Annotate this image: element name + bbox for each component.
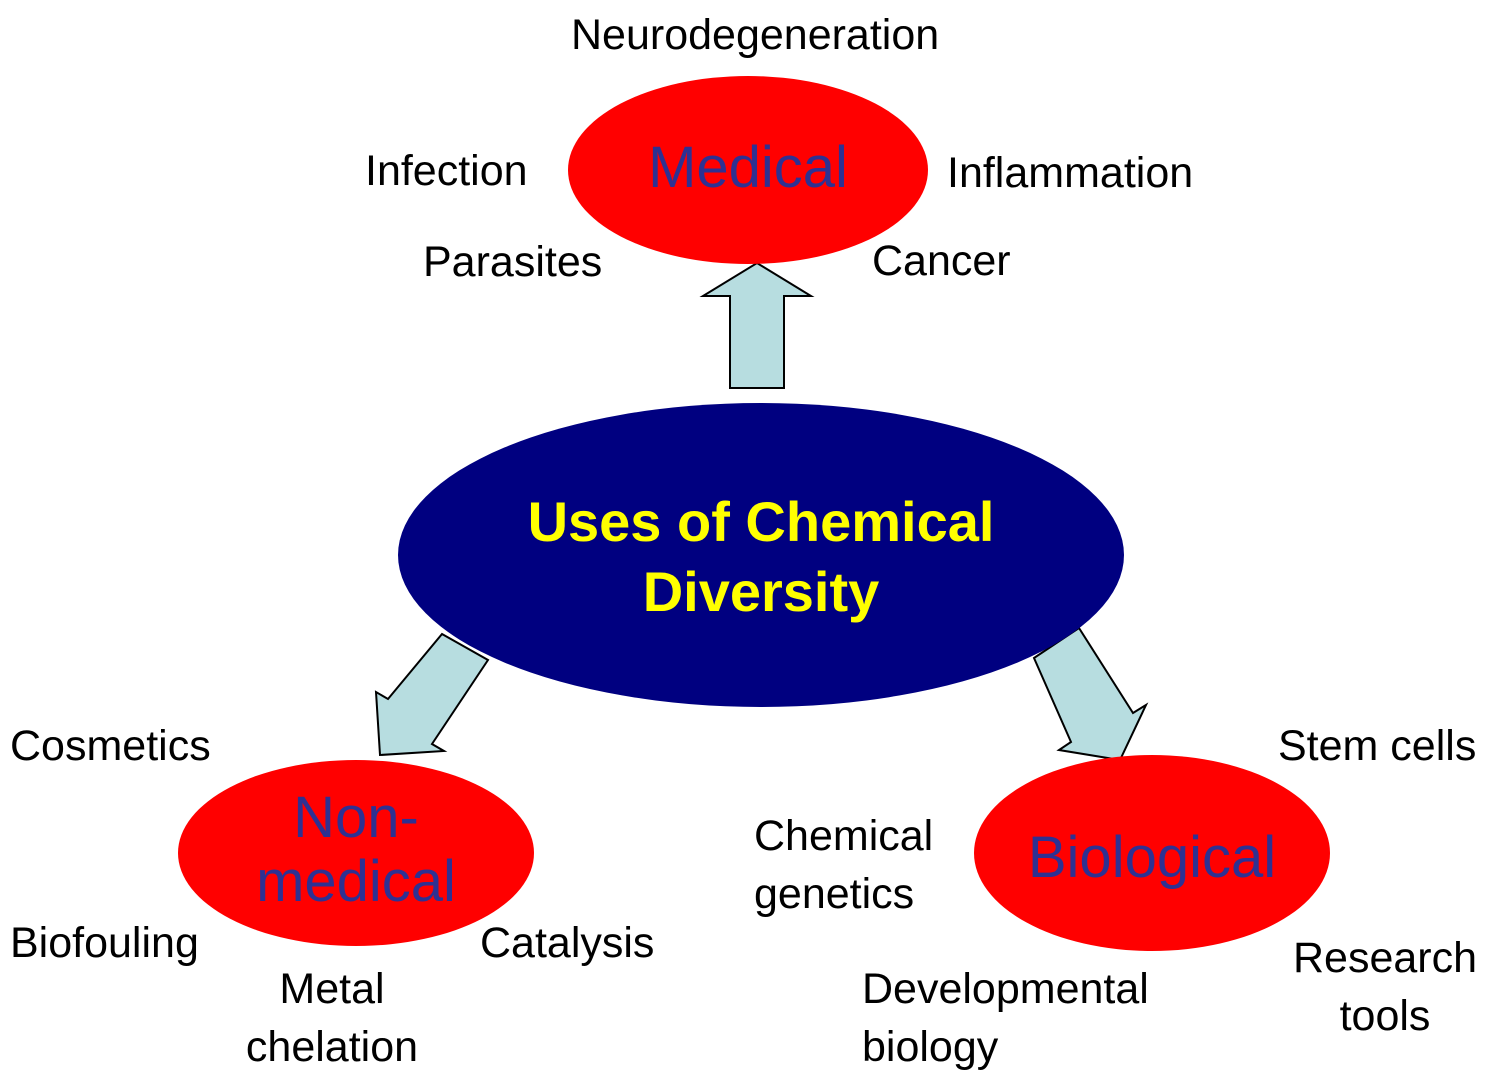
label-parasites: Parasites	[423, 238, 603, 286]
arrow-down-right-to-biological	[1032, 626, 1149, 762]
label-research-tools-line-2: tools	[1339, 992, 1431, 1040]
label-chemical-genetics-line-1: Chemical	[754, 812, 934, 860]
arrow-up-to-medical	[699, 261, 815, 389]
arrow-down-left-to-nonmedical	[374, 632, 490, 757]
label-developmental-biology: Developmental biology	[862, 960, 1149, 1076]
label-biofouling: Biofouling	[10, 919, 199, 967]
biological-node-label: Biological	[1027, 825, 1277, 890]
central-node-line-1: Uses of Chemical	[527, 490, 995, 553]
label-neurodegeneration: Neurodegeneration	[571, 11, 940, 59]
central-node-ellipse	[398, 403, 1124, 707]
label-metal-chelation: Metal chelation	[232, 960, 432, 1076]
central-node-label: Uses of Chemical Diversity	[461, 487, 1061, 627]
label-catalysis: Catalysis	[480, 919, 655, 967]
label-stem-cells: Stem cells	[1278, 722, 1477, 770]
label-cosmetics: Cosmetics	[10, 722, 211, 770]
label-chemical-genetics: Chemical genetics	[754, 807, 933, 923]
biological-node-ellipse	[974, 755, 1330, 951]
label-metal-chelation-line-1: Metal	[279, 965, 385, 1013]
nonmedical-node-label: Non- medical	[206, 786, 506, 914]
label-developmental-biology-line-2: biology	[862, 1023, 999, 1071]
central-node-line-2: Diversity	[642, 560, 880, 623]
medical-node-ellipse	[568, 76, 928, 264]
nonmedical-node-ellipse	[178, 760, 534, 946]
label-infection: Infection	[365, 147, 528, 195]
label-research-tools-line-1: Research	[1292, 934, 1478, 982]
medical-node-label: Medical	[648, 135, 848, 200]
label-chemical-genetics-line-2: genetics	[754, 870, 915, 918]
label-cancer: Cancer	[872, 237, 1011, 285]
label-research-tools: Research tools	[1280, 929, 1490, 1045]
label-developmental-biology-line-1: Developmental	[862, 965, 1149, 1013]
nonmedical-node-line-1: Non-	[293, 785, 419, 850]
label-metal-chelation-line-2: chelation	[245, 1023, 419, 1071]
label-inflammation: Inflammation	[947, 149, 1194, 197]
nonmedical-node-line-2: medical	[256, 849, 456, 914]
